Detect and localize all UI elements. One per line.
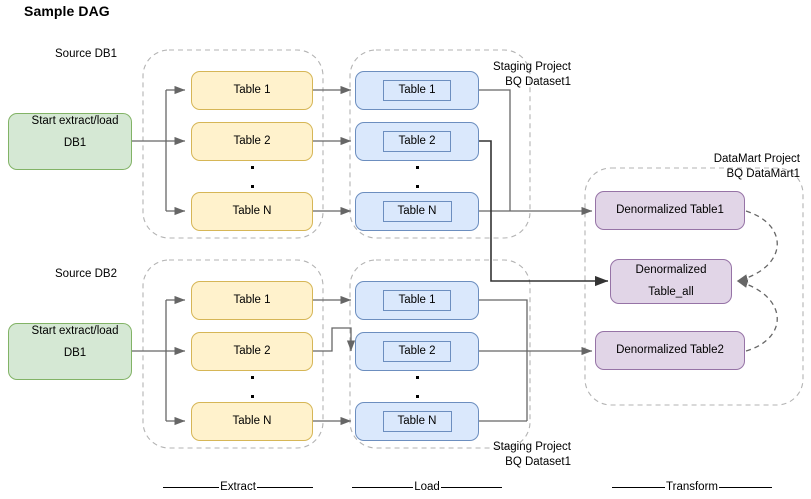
- edge-ldbot1-bus: [478, 299, 528, 421]
- extract-top-table-2[interactable]: Table 2: [191, 122, 313, 161]
- label-staging-top-line1: Staging Project: [493, 61, 571, 73]
- transform-denormalized-table1-label: Denormalized Table1: [616, 204, 724, 216]
- load-bottom-table-1-label: Table 1: [383, 290, 451, 311]
- label-staging-top-line2: BQ Dataset1: [505, 76, 571, 88]
- load-top-table-n[interactable]: Table N: [355, 192, 479, 231]
- phase-extract-line-right: [256, 486, 314, 488]
- phase-label-transform: Transform: [612, 481, 773, 493]
- extract-top-table-n[interactable]: Table N: [191, 192, 313, 231]
- extract-bottom-table-2[interactable]: Table 2: [191, 332, 313, 371]
- transform-denormalized-table2[interactable]: Denormalized Table2: [595, 331, 745, 370]
- extract-top-table-1-label: Table 1: [233, 84, 271, 96]
- phase-transform-line-right: [719, 486, 773, 488]
- label-datamart-line1: DataMart Project: [713, 153, 800, 165]
- transform-denormalized-table-all-line1: Denormalized: [635, 264, 707, 276]
- label-staging-bottom-line1: Staging Project: [493, 441, 571, 453]
- extract-bottom-table-1-label: Table 1: [233, 294, 271, 306]
- extract-top-table-n-label: Table N: [232, 205, 272, 217]
- extract-bottom-table-n-label: Table N: [232, 415, 272, 427]
- load-top-ellipsis: [415, 166, 419, 188]
- edge-tableall-bus: [478, 140, 609, 287]
- extract-bottom-table-2-label: Table 2: [233, 345, 271, 357]
- phase-label-extract: Extract: [163, 481, 314, 493]
- extract-top-table-2-label: Table 2: [233, 135, 271, 147]
- load-top-table-1-label: Table 1: [383, 80, 451, 101]
- phase-label-load: Load: [352, 481, 502, 493]
- extract-top-ellipsis: [250, 166, 254, 188]
- label-source-db1: Source DB1: [55, 48, 118, 60]
- phase-transform-line-left: [612, 486, 666, 488]
- load-bottom-table-2-label: Table 2: [383, 341, 451, 362]
- transform-denormalized-table-all-line2: Table_all: [648, 286, 694, 298]
- load-bottom-table-1[interactable]: Table 1: [355, 281, 479, 320]
- label-source-db2: Source DB2: [55, 268, 118, 280]
- phase-extract-text: Extract: [220, 481, 256, 493]
- load-top-table-1[interactable]: Table 1: [355, 71, 479, 110]
- phase-extract-line-left: [163, 486, 220, 488]
- phase-transform-text: Transform: [666, 481, 718, 493]
- phase-load-line-left: [352, 486, 414, 488]
- label-staging-bottom-line2: BQ Dataset1: [505, 456, 571, 468]
- transform-denormalized-table2-label: Denormalized Table2: [616, 344, 724, 356]
- load-top-table-n-label: Table N: [382, 201, 452, 222]
- label-datamart-line2: BQ DataMart1: [726, 168, 801, 180]
- start-node-db2-line2: DB1: [63, 347, 87, 359]
- load-bottom-table-2[interactable]: Table 2: [355, 332, 479, 371]
- edge-ldtop1-bus: [478, 89, 511, 211]
- load-bottom-table-n[interactable]: Table N: [355, 402, 479, 441]
- page-title: Sample DAG: [24, 3, 110, 19]
- extract-bottom-table-n[interactable]: Table N: [191, 402, 313, 441]
- transform-denormalized-table-all[interactable]: Denormalized Table_all: [610, 259, 732, 304]
- phase-load-text: Load: [414, 481, 440, 493]
- phase-load-line-right: [440, 486, 502, 488]
- load-top-table-2-label: Table 2: [383, 131, 451, 152]
- transform-denormalized-table1[interactable]: Denormalized Table1: [595, 191, 745, 230]
- start-node-db2-line1: Start extract/load: [31, 325, 119, 337]
- extract-top-table-1[interactable]: Table 1: [191, 71, 313, 110]
- start-node-db1-line1: Start extract/load: [31, 115, 119, 127]
- load-top-table-2[interactable]: Table 2: [355, 122, 479, 161]
- extract-bottom-ellipsis: [250, 376, 254, 398]
- start-node-db2[interactable]: Start extract/load DB1: [8, 323, 132, 380]
- extract-bottom-table-1[interactable]: Table 1: [191, 281, 313, 320]
- start-node-db1-line2: DB1: [63, 137, 87, 149]
- load-bottom-table-n-label: Table N: [382, 411, 452, 432]
- load-bottom-ellipsis: [415, 376, 419, 398]
- start-node-db1[interactable]: Start extract/load DB1: [8, 113, 132, 170]
- edge-ex2b-to-ld2b: [313, 327, 356, 352]
